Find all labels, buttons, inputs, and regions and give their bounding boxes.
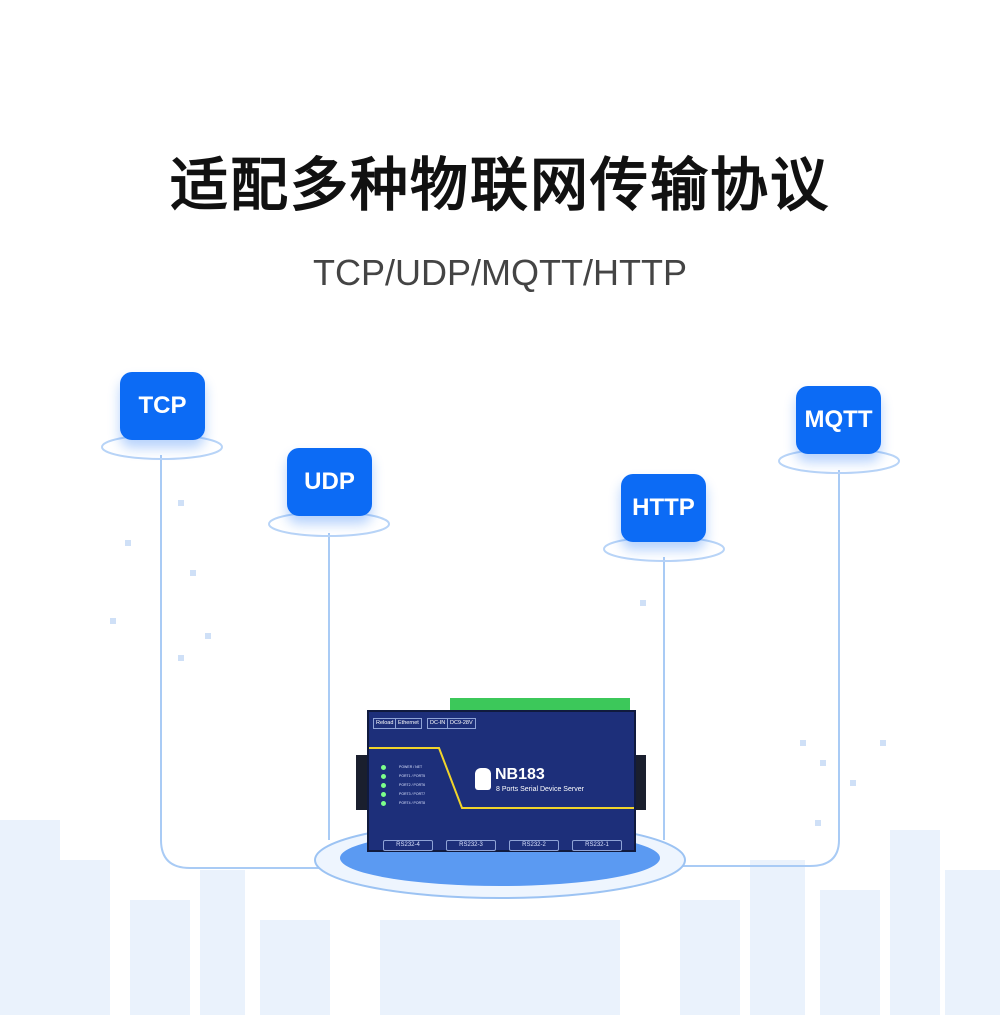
led xyxy=(381,774,386,779)
led xyxy=(381,783,386,788)
protocol-badge-http: HTTP xyxy=(621,474,706,542)
port-rs232-2: RS232-2 xyxy=(509,840,559,851)
led xyxy=(381,801,386,806)
page-title: 适配多种物联网传输协议 xyxy=(169,151,830,219)
led xyxy=(381,765,386,770)
led xyxy=(381,792,386,797)
mount-ear-right xyxy=(634,755,646,810)
protocol-badge-tcp: TCP xyxy=(120,372,205,440)
yellow-stripe xyxy=(369,747,634,809)
city-skyline xyxy=(0,820,1000,1015)
connection-lines xyxy=(160,455,840,869)
device-nb183: Reload Ethernet DC-IN DC9-28V POWER / NE… xyxy=(367,710,636,852)
dc-range-label: DC9-28V xyxy=(447,718,476,729)
terminal-blocks xyxy=(450,698,630,710)
led-label: POWER / NET xyxy=(399,765,423,769)
mount-ear-left xyxy=(356,755,368,810)
ethernet-label: Ethernet xyxy=(395,718,422,729)
pixel-dots xyxy=(110,500,886,826)
page-subtitle: TCP/UDP/MQTT/HTTP xyxy=(313,252,687,293)
protocol-badge-udp: UDP xyxy=(287,448,372,516)
port-rs232-1: RS232-1 xyxy=(572,840,622,851)
badge-rings xyxy=(101,434,900,562)
port-rs232-4: RS232-4 xyxy=(383,840,433,851)
protocol-badge-mqtt: MQTT xyxy=(796,386,881,454)
led-label: PORT4 / PORT8 xyxy=(399,801,426,805)
led-label: PORT3 / PORT7 xyxy=(399,792,426,796)
led-label: PORT1 / PORT5 xyxy=(399,774,426,778)
robot-logo-icon xyxy=(475,768,491,790)
device-model: NB183 xyxy=(495,766,545,783)
port-rs232-3: RS232-3 xyxy=(446,840,496,851)
led-label: PORT2 / PORT6 xyxy=(399,783,426,787)
device-description: 8 Ports Serial Device Server xyxy=(496,786,584,793)
